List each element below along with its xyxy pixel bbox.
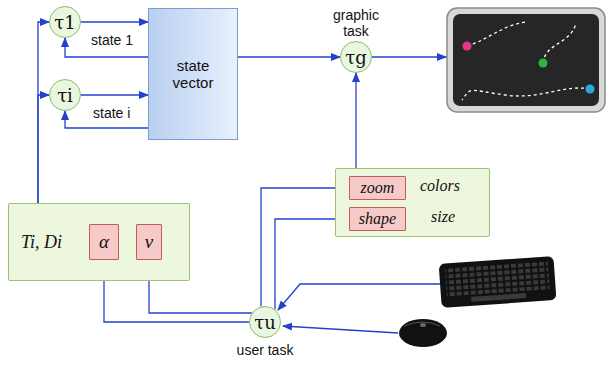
parameter-box: shape <box>349 207 406 231</box>
trail <box>543 24 576 63</box>
node-text: α <box>99 231 109 253</box>
mouse <box>399 319 447 347</box>
flow-arrow <box>355 73 356 168</box>
node-text: size <box>431 208 455 226</box>
parameter-box: v <box>136 224 162 260</box>
flow-arrow <box>38 95 49 203</box>
node-text: colors <box>420 177 460 195</box>
node-text: user task <box>237 342 294 358</box>
node-text: state vector <box>158 57 228 91</box>
ball <box>586 85 595 94</box>
task-circle: graphic taskτg <box>340 41 372 73</box>
flow-arrow <box>238 56 340 57</box>
input-arrow <box>278 284 440 310</box>
task-circle: τuuser task <box>249 306 281 338</box>
input-arrow <box>283 326 398 333</box>
screen-frame <box>447 8 605 112</box>
parameter-box: zoom <box>349 176 406 200</box>
node-text: v <box>145 231 153 253</box>
flow-arrow <box>81 94 148 95</box>
node-text: τg <box>345 47 366 68</box>
parameter-panel: Ti, Di α v <box>8 203 190 281</box>
node-text: graphic task <box>324 7 388 39</box>
trail <box>462 88 590 100</box>
node-text: shape <box>359 210 396 228</box>
output-arrow <box>372 56 446 57</box>
node-text: τi <box>57 85 73 106</box>
state-label: state 1 <box>91 32 133 48</box>
trail <box>467 22 526 46</box>
node-text: τ1 <box>54 12 75 33</box>
node-text: zoom <box>361 179 395 197</box>
ball <box>463 42 472 51</box>
node-text: τu <box>254 312 276 333</box>
task-circle: τi <box>49 79 81 111</box>
parameter-box: α <box>89 224 119 260</box>
flow-arrow <box>38 22 49 203</box>
node-text: Ti, Di <box>21 232 62 253</box>
ball <box>539 59 548 68</box>
keyboard <box>439 256 557 308</box>
state-label: state i <box>93 105 130 121</box>
screen <box>453 14 599 106</box>
state-vector-box: state vector <box>148 8 238 140</box>
task-circle: τ1 <box>49 6 81 38</box>
parameter-panel: colors size zoom shape <box>335 168 490 237</box>
flow-arrow <box>81 21 148 22</box>
